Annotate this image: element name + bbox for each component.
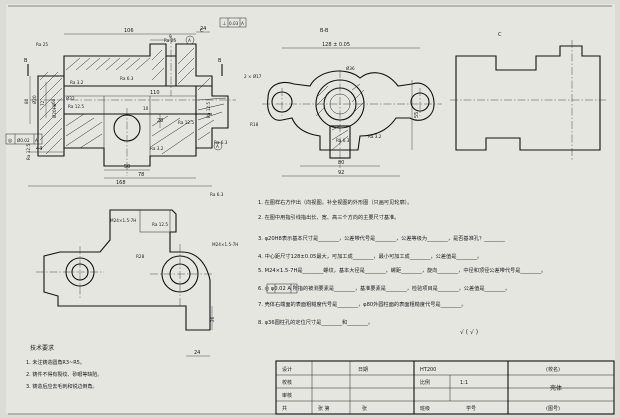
handwritten-mark: √ ( √ ) (460, 329, 478, 336)
question: 8. φ36圆柱孔的定位尺寸是________和________。 (258, 318, 373, 326)
dim-r18: R18 (250, 122, 259, 127)
title-count: 共 (282, 405, 287, 412)
dim-92: 92 (338, 170, 344, 176)
roughness-mark: Ra 12.5 (178, 120, 194, 125)
roughness-mark: Ra 3.2 (368, 134, 382, 139)
roughness-mark: Ra 6.3 (120, 76, 134, 81)
dim-24-top: 24 (200, 26, 206, 32)
dim-10: 10 (143, 106, 149, 111)
title-part-name: 壳体 (550, 384, 562, 392)
roughness-mark: Ra 3.2 (70, 80, 84, 85)
title-check: 校核 (282, 379, 292, 386)
svg-text:Ø0.02: Ø0.02 (17, 138, 30, 143)
roughness-mark: Ra 3.2 (150, 146, 164, 151)
dim-80-section: 80 (338, 160, 344, 166)
question: 7. 壳体右端面的表面粗糙度代号是________，φ80外圆柱面的表面粗糙度代… (258, 300, 467, 308)
svg-text:0.03: 0.03 (229, 21, 239, 26)
tech-line: 3. 铸造后应去毛刺和锐边倒角。 (26, 383, 97, 390)
dim-78: 78 (138, 172, 144, 178)
dim-60: 60 (51, 98, 56, 104)
svg-text:⊥: ⊥ (222, 21, 226, 27)
roughness-mark: Ra 12.5 (206, 102, 211, 118)
bottom-view: M24×1.5-7H M24×1.5-7H R28 26 24 Ra 6.3 R… (36, 192, 238, 357)
roughness-mark: Ra 12.5 (152, 222, 168, 227)
title-scale-label: 比例 (420, 379, 430, 386)
title-material: HT200 (420, 367, 436, 373)
datum-a: A (188, 38, 191, 43)
dim-128: 128 ± 0.05 (322, 42, 350, 48)
dim-72: 72 (40, 100, 45, 106)
roughness-mark: Ra 6.3 (214, 140, 228, 145)
title-drawing-no: (图号) (546, 406, 560, 412)
title-student-no: 学号 (466, 405, 476, 412)
dim-44: 44 (36, 146, 42, 152)
question: 4. 中心距尺寸128±0.05最大，可加工成________，最小可加工成__… (258, 252, 482, 260)
dia-label: Ø20H8 (52, 103, 57, 118)
title-scale-value: 1:1 (460, 380, 468, 386)
svg-text:A: A (35, 138, 38, 143)
section-b-mark: B (24, 58, 28, 64)
roughness-mark: Ra 12.5 (26, 144, 31, 160)
questions: 1. 在图样右方作出（向视图，补全视图的外形图（只画可见轮廓）。 2. 在图中用… (258, 198, 546, 336)
tolerance-frame-left: ◎ Ø0.02 A (5, 133, 43, 145)
question: 1. 在图样右方作出（向视图，补全视图的外形图（只画可见轮廓）。 (258, 198, 412, 206)
svg-text:A: A (241, 21, 244, 26)
title-class: 班级 (420, 405, 430, 412)
dim-110: 110 (150, 90, 160, 96)
dim-26: 26 (210, 316, 215, 322)
front-view: 106 24 9 110 28 10 44 50 78 168 80 72 60… (24, 26, 236, 187)
roughness-mark: Ra 6.3 (336, 138, 350, 143)
view-letter-c: C (498, 32, 502, 38)
dim-r28: R28 (136, 254, 145, 259)
dim-168: 168 (116, 180, 126, 186)
dim-55: 55 (414, 112, 420, 118)
view-letter-c: C (200, 28, 204, 34)
dim-50: 50 (124, 164, 130, 170)
section-bb-view: B-B 128 ± 0.05 2 × Ø17 R18 80 92 55 Ø36 … (244, 28, 442, 177)
title-block: 设计 日期 校核 审核 共 张 第 张 HT200 比例 1:1 班级 学号 (… (275, 360, 615, 415)
roughness-mark: Ra 25 (164, 38, 176, 43)
tech-requirements: 技术要求 1. 未注铸造圆角R3~R5。 2. 铸件不得有裂纹、砂眼等缺陷。 3… (26, 344, 102, 390)
title-sheet: 张 第 (318, 405, 330, 412)
view-c-outline: C (450, 32, 606, 160)
title-school: (校名) (546, 366, 560, 373)
dim-80: 80 (24, 98, 29, 104)
title-date: 日期 (358, 367, 368, 373)
tech-line: 1. 未注铸造圆角R3~R5。 (26, 359, 85, 366)
question: 3. φ20H8表示基本尺寸是________，公差带代号是________，公… (258, 234, 505, 242)
tech-line: 2. 铸件不得有裂纹、砂眼等缺陷。 (26, 371, 102, 378)
section-b-mark: B (218, 58, 222, 64)
dim-28: 28 (157, 118, 163, 124)
dim-24-bottom: 24 (194, 350, 200, 356)
question: 5. M24×1.5-7H是________螺纹，基本大径是________，螺… (258, 266, 546, 274)
roughness-mark: Ra 6.3 (210, 192, 224, 197)
section-label: B-B (320, 28, 329, 34)
dim-106: 106 (124, 28, 134, 34)
tech-title: 技术要求 (30, 344, 54, 352)
dim-m24-left: M24×1.5-7H (110, 218, 136, 223)
title-design: 设计 (282, 366, 292, 373)
svg-text:◎: ◎ (8, 138, 13, 144)
title-review: 审核 (282, 392, 292, 399)
roughness-mark: Ra 25 (36, 42, 48, 47)
dim-2-phi17: 2 × Ø17 (244, 74, 262, 79)
dim-m24-right: M24×1.5-7H (212, 242, 238, 247)
title-sheet2: 张 (362, 405, 367, 412)
dim-9: 9 (169, 34, 172, 39)
dia-label: Ø20 (32, 95, 37, 104)
tolerance-frame-top: ⊥ 0.03 A (219, 17, 247, 28)
q6-tolerance-box (266, 283, 298, 294)
question: 6. ◎ φ0.02 A 所指的被测要素是________，基准要素是_____… (258, 284, 510, 292)
roughness-mark: Ra 12.5 (68, 104, 84, 109)
question: 2. 在图中用指引线指出长、宽、高三个方向的主要尺寸基准。 (258, 213, 399, 221)
dia-phi36: Ø36 (346, 66, 355, 71)
datum-a: A (216, 144, 219, 149)
dia-label: Ø32 (66, 96, 75, 101)
